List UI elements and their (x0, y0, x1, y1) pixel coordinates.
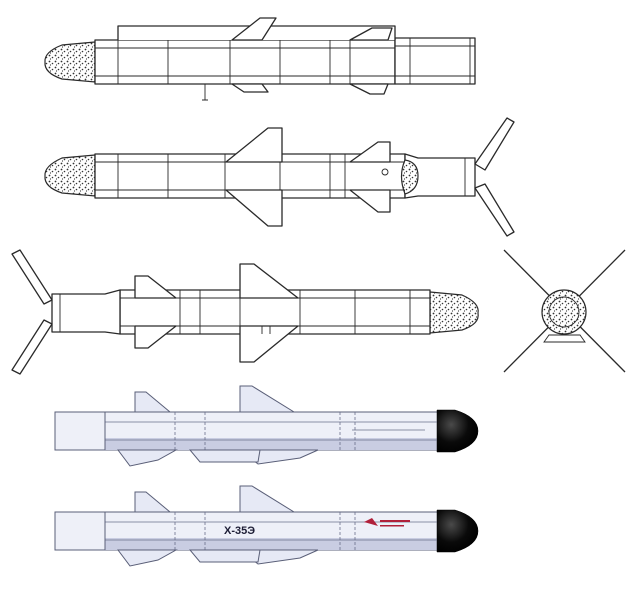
tail-section (394, 37, 476, 85)
fin-lower (349, 83, 389, 95)
tail-cone (51, 289, 121, 335)
wing-upper (225, 127, 283, 163)
nose-radome (429, 291, 479, 334)
folding-fin-lower (11, 319, 53, 375)
fin-upper (134, 391, 172, 413)
nose-radome (44, 41, 96, 83)
colored-side-view-2: X-35Э (54, 485, 479, 567)
body-section (541, 289, 587, 335)
fin-upper (134, 491, 172, 513)
wing-lower (225, 189, 283, 227)
wing-lower (239, 325, 299, 363)
folding-fin-upper (474, 117, 515, 171)
wing-upper (231, 17, 277, 41)
fin-upper (134, 275, 177, 299)
fin-lower (349, 189, 391, 213)
side-line-view (44, 117, 515, 237)
folding-fin-upper (11, 249, 53, 305)
top-line-view (44, 17, 476, 101)
wing-upper (239, 385, 296, 413)
wing-lower (231, 83, 269, 93)
nose-cone (436, 509, 479, 553)
nose-radome (44, 154, 96, 197)
nose-cone (436, 409, 479, 453)
rear-end-view (503, 249, 626, 373)
fin-lower (117, 549, 178, 567)
bottom-line-view-reversed (11, 249, 479, 375)
wing-upper (239, 263, 299, 299)
colored-side-view-1 (54, 385, 479, 467)
fin-lower (134, 325, 177, 349)
ventral-intake (188, 549, 261, 563)
folding-fin-lower (474, 183, 515, 237)
fin-upper (349, 27, 393, 41)
fin-lower (117, 449, 178, 467)
wing-upper (239, 485, 296, 513)
tail-cone (404, 153, 476, 199)
fuselage (94, 39, 396, 85)
designation-marking: X-35Э (224, 525, 255, 537)
ventral-intake (188, 449, 261, 463)
fin-upper (349, 141, 391, 163)
manufacturer-logo (364, 518, 410, 527)
